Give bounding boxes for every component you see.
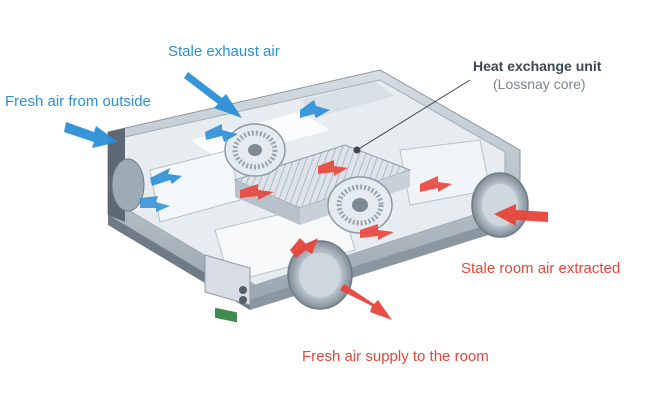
red-arrow-internal-2 [318, 160, 348, 176]
blue-arrow-internal-1 [150, 168, 182, 186]
duct-collar-outside [111, 158, 145, 212]
red-airflow-arrows [240, 160, 548, 320]
red-arrow-supply-out [340, 284, 392, 320]
control-box [204, 254, 251, 323]
red-arrow-internal-4 [360, 224, 394, 240]
red-arrow-internal-3 [420, 176, 452, 192]
duct-collar-room-supply [287, 240, 353, 310]
blue-arrow-fresh-in [64, 122, 118, 148]
blower-fan-upper [224, 123, 286, 177]
red-arrow-room-extract-in [494, 204, 548, 226]
duct-collar-room-return [471, 172, 529, 238]
blue-arrow-internal-2 [140, 196, 170, 212]
heat-exchange-label: Heat exchange unit [473, 58, 602, 74]
heat-exchange-callout [353, 79, 471, 154]
lossnay-core-label: (Lossnay core) [493, 76, 586, 92]
blower-fan-lower [327, 176, 393, 234]
red-arrow-internal-1 [240, 184, 274, 200]
stale-room-air-label: Stale room air extracted [461, 260, 621, 277]
blue-arrow-exhaust-out [184, 72, 242, 118]
stale-exhaust-label: Stale exhaust air [168, 43, 280, 60]
red-arrow-supply-swirl [290, 238, 318, 258]
fresh-air-outside-label: Fresh air from outside [5, 93, 151, 110]
blue-arrow-internal-4 [300, 100, 330, 118]
blue-arrow-internal-3 [205, 124, 238, 142]
fresh-air-supply-label: Fresh air supply to the room [302, 348, 489, 365]
blue-airflow-arrows [64, 72, 330, 212]
